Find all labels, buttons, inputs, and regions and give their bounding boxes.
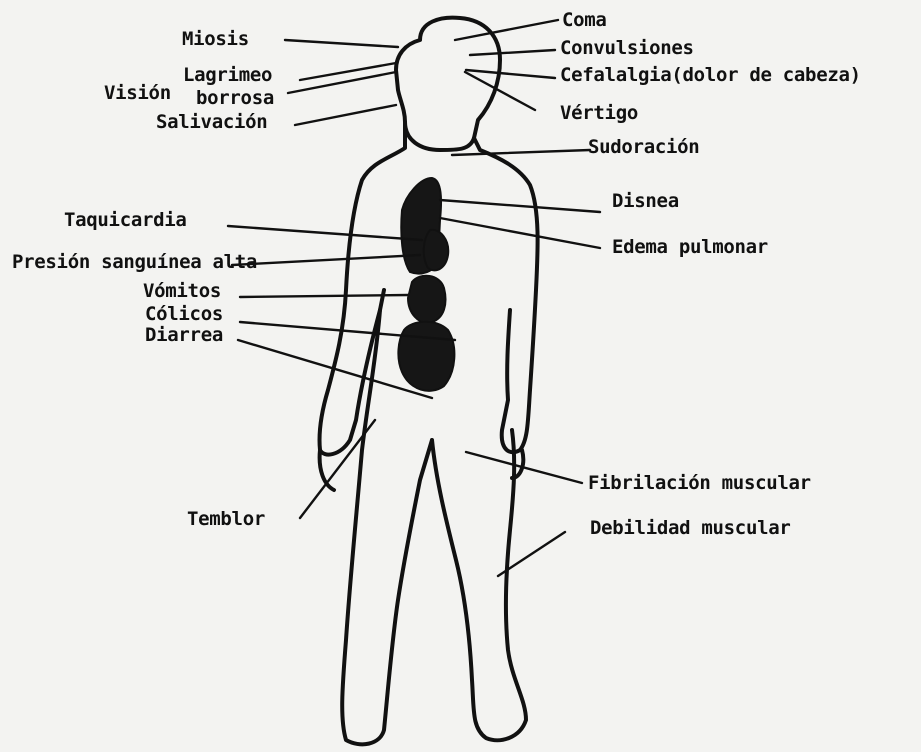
label-vision-borrosa-1: Visión	[104, 84, 171, 103]
label-salivacion: Salivación	[156, 113, 267, 132]
label-temblor: Temblor	[187, 510, 265, 529]
label-vision-borrosa-2: borrosa	[196, 89, 274, 108]
label-vomitos: Vómitos	[143, 282, 221, 301]
label-taquicardia: Taquicardia	[64, 211, 187, 230]
label-fibrilacion-muscular: Fibrilación muscular	[588, 474, 811, 493]
stomach	[408, 276, 446, 323]
label-presion-sanguinea: Presión sanguínea alta	[12, 253, 257, 272]
label-sudoracion: Sudoración	[588, 138, 699, 157]
label-colicos: Cólicos	[145, 305, 223, 324]
label-vertigo: Vértigo	[560, 104, 638, 123]
label-convulsiones: Convulsiones	[560, 39, 694, 58]
label-cefalalgia: Cefalalgia(dolor de cabeza)	[560, 66, 861, 85]
label-miosis: Miosis	[182, 30, 249, 49]
label-lagrimeo: Lagrimeo	[183, 66, 272, 85]
label-disnea: Disnea	[612, 192, 679, 211]
organs	[398, 178, 454, 391]
heart	[424, 230, 449, 271]
label-edema-pulmonar: Edema pulmonar	[612, 238, 768, 257]
label-diarrea: Diarrea	[145, 326, 223, 345]
label-debilidad-muscular: Debilidad muscular	[590, 519, 791, 538]
intestines	[398, 322, 454, 391]
label-coma: Coma	[562, 11, 607, 30]
